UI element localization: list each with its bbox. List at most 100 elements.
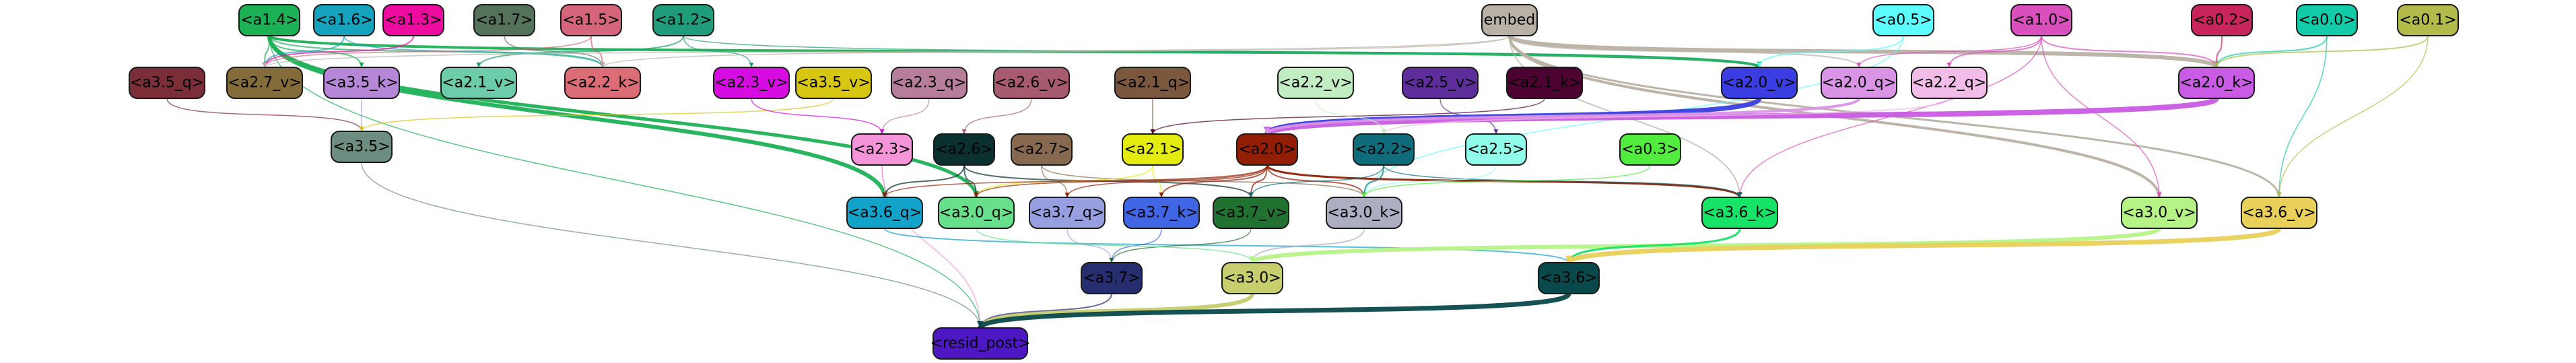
node-label: <a3.6_k>	[1703, 205, 1776, 222]
node-a3-0-k[interactable]: <a3.0_k>	[1326, 197, 1402, 229]
node-label: <a1.2>	[654, 12, 712, 29]
node-a2-0-q[interactable]: <a2.0_q>	[1821, 67, 1897, 99]
node-a2-6-v[interactable]: <a2.6_v>	[993, 67, 1070, 99]
node-a3-7-v[interactable]: <a3.7_v>	[1213, 197, 1289, 229]
node-a1-5[interactable]: <a1.5>	[560, 4, 622, 36]
node-box	[1465, 133, 1527, 166]
node-a0-0[interactable]: <a0.0>	[2296, 4, 2358, 36]
node-a2-7[interactable]: <a2.7>	[1011, 133, 1073, 166]
node-a2-3-q[interactable]: <a2.3_q>	[891, 67, 968, 99]
node-box	[313, 4, 375, 36]
node-box	[238, 4, 300, 36]
node-a2-5[interactable]: <a2.5>	[1465, 133, 1527, 166]
edge-layer	[166, 34, 2429, 329]
edge-a1-4-to-a3-5-k	[269, 35, 362, 68]
edge-a2-0-to-a3-6-q	[884, 164, 1268, 198]
edge-arrowhead	[2276, 193, 2282, 197]
node-a3-5-q[interactable]: <a3.5_q>	[129, 67, 205, 99]
node-a3-5[interactable]: <a3.5>	[331, 131, 393, 163]
node-label: <a2.1>	[1124, 141, 1181, 158]
edge-a3-6-v-to-a3-6	[1566, 226, 2282, 265]
node-a3-6[interactable]: <a3.6>	[1538, 262, 1600, 294]
node-a2-0-k[interactable]: <a2.0_k>	[2178, 67, 2255, 99]
edge-a1-6-to-a2-7-v	[264, 35, 345, 68]
node-a3-5-k[interactable]: <a3.5_k>	[323, 67, 400, 99]
node-a0-5[interactable]: <a0.5>	[1872, 4, 1934, 36]
node-a2-6[interactable]: <a2.6>	[933, 133, 995, 166]
edge-arrowhead	[2214, 62, 2219, 67]
node-a1-4[interactable]: <a1.4>	[238, 4, 300, 36]
node-label: <a3.5_v>	[796, 75, 870, 92]
node-label: <a3.0_v>	[2122, 205, 2196, 222]
node-label: <a3.7_v>	[1214, 205, 1287, 222]
node-label: <a0.1>	[2399, 12, 2456, 29]
edge-a2-0-k-to-a2-0	[1264, 96, 2219, 137]
node-label: <a3.6>	[1540, 270, 1597, 287]
edge-arrowhead	[1248, 193, 1254, 197]
node-a1-7[interactable]: <a1.7>	[473, 4, 535, 36]
node-a1-3[interactable]: <a1.3>	[382, 4, 444, 36]
node-a3-7-k[interactable]: <a3.7_k>	[1123, 197, 1200, 229]
node-a0-2[interactable]: <a0.2>	[2191, 4, 2253, 36]
node-a2-1-v[interactable]: <a2.1_v>	[440, 67, 517, 99]
node-box	[440, 67, 517, 99]
node-a2-0-v[interactable]: <a2.0_v>	[1721, 67, 1798, 99]
node-a2-5-v[interactable]: <a2.5_v>	[1402, 67, 1479, 99]
node-a3-0-v[interactable]: <a3.0_v>	[2121, 197, 2198, 229]
node-box	[323, 67, 400, 99]
edge-a0-2-to-a2-0-k	[2216, 35, 2223, 68]
node-a2-2[interactable]: <a2.2>	[1353, 133, 1415, 166]
edge-a0-0-to-a3-6-v	[2278, 35, 2328, 198]
node-resid-post[interactable]: <resid_post>	[930, 327, 1031, 360]
node-a2-7-v[interactable]: <a2.7_v>	[226, 67, 303, 99]
node-box	[1821, 67, 1897, 99]
node-a0-1[interactable]: <a0.1>	[2397, 4, 2459, 36]
node-label: <a0.0>	[2298, 12, 2355, 29]
node-a0-3[interactable]: <a0.3>	[1619, 133, 1681, 166]
node-box	[1402, 67, 1479, 99]
edge-a3-5-v-to-a3-5	[361, 98, 834, 132]
node-a3-7-q[interactable]: <a3.7_q>	[1029, 197, 1106, 229]
node-a2-2-v[interactable]: <a2.2_v>	[1277, 67, 1354, 99]
node-a2-1-q[interactable]: <a2.1_q>	[1114, 67, 1191, 99]
edge-arrowhead	[1150, 129, 1155, 134]
node-a2-3-v[interactable]: <a2.3_v>	[713, 67, 790, 99]
node-embed[interactable]: embed	[1481, 4, 1538, 36]
node-box	[382, 4, 444, 36]
node-layer: <a1.4> <a1.6><a1.3> <a1.7> <a1.5> <a1.2> embe…	[129, 4, 2459, 360]
edge-arrowhead	[1856, 63, 1862, 67]
node-a2-3[interactable]: <a2.3>	[851, 133, 913, 166]
node-box	[1326, 197, 1402, 229]
edge-a3-7-q-to-a3-7	[1066, 228, 1112, 263]
node-a1-0[interactable]: <a1.0>	[2010, 4, 2072, 36]
node-label: <a1.7>	[475, 12, 533, 29]
node-box	[1122, 133, 1184, 166]
edge-a3-6-k-to-a3-6	[1567, 228, 1741, 263]
edge-a3-0-v-to-a3-0	[1250, 226, 2161, 265]
edge-a1-2-to-a2-0-v	[683, 35, 1760, 68]
edge-a1-7-to-a2-2-k	[504, 35, 603, 68]
node-a3-6-v[interactable]: <a3.6_v>	[2241, 197, 2317, 229]
node-a1-6[interactable]: <a1.6>	[313, 4, 375, 36]
node-a2-2-q[interactable]: <a2.2_q>	[1911, 67, 1988, 99]
node-a3-0[interactable]: <a3.0>	[1221, 262, 1283, 294]
node-label: <a2.2_q>	[1912, 75, 1986, 92]
node-a2-0[interactable]: <a2.0>	[1236, 133, 1298, 166]
node-a3-7[interactable]: <a3.7>	[1081, 262, 1143, 294]
node-a2-1-k[interactable]: <a2.1_k>	[1506, 67, 1583, 99]
node-a2-2-k[interactable]: <a2.2_k>	[564, 67, 641, 99]
edge-a1-4-to-a3-6-q	[267, 35, 887, 198]
node-a1-2[interactable]: <a1.2>	[652, 4, 714, 36]
edge-a1-0-to-a2-0-q	[1858, 35, 2042, 68]
edge-arrowhead	[882, 193, 887, 197]
node-a3-6-k[interactable]: <a3.6_k>	[1701, 197, 1778, 229]
node-a2-1[interactable]: <a2.1>	[1122, 133, 1184, 166]
edge-a1-3-to-a2-7-v	[264, 35, 414, 68]
edge-a2-3-v-to-a2-3	[751, 98, 883, 135]
edge-arrowhead	[1109, 258, 1114, 263]
node-a3-5-v[interactable]: <a3.5_v>	[795, 67, 872, 99]
node-a3-6-q[interactable]: <a3.6_q>	[846, 197, 923, 229]
edge-embed-to-a2-7-v	[264, 35, 1510, 68]
node-label: <a2.0_k>	[2179, 75, 2253, 92]
node-a3-0-q[interactable]: <a3.0_q>	[938, 197, 1015, 229]
